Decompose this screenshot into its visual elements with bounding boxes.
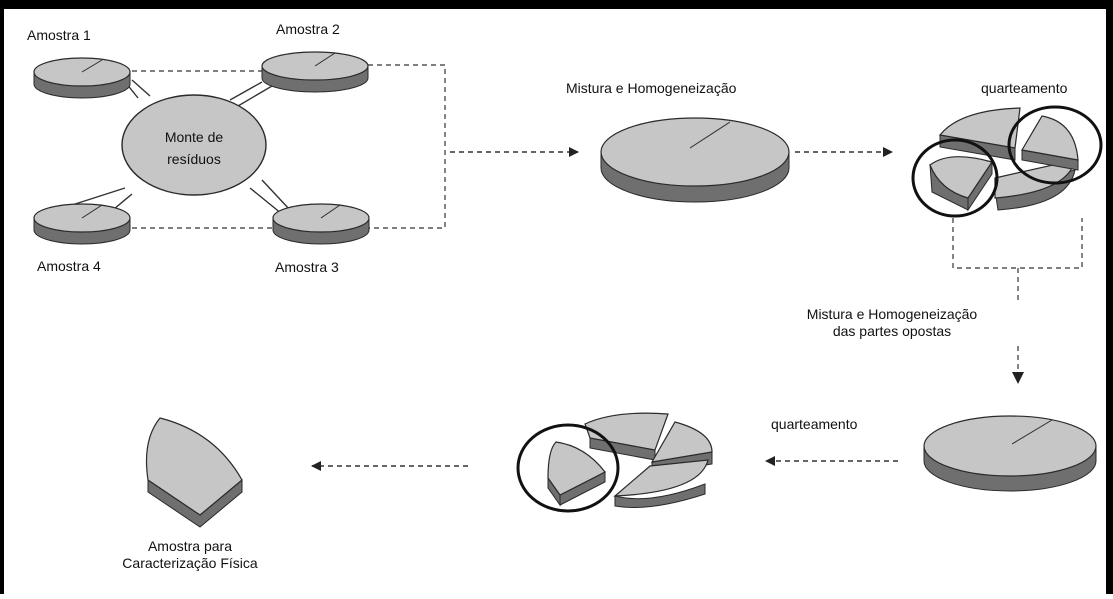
label-waste-pile: Monte de resíduos bbox=[164, 129, 224, 167]
sample-disk-1 bbox=[33, 57, 131, 99]
sample-disk-3 bbox=[272, 203, 370, 245]
label-amostra-2: Amostra 2 bbox=[276, 21, 340, 37]
mixed-pile-2 bbox=[923, 415, 1097, 492]
label-mixing-1: Mistura e Homogeneização bbox=[566, 80, 737, 96]
frame-left-border bbox=[0, 0, 4, 594]
waste-pile bbox=[121, 94, 267, 196]
frame-right-border bbox=[1106, 0, 1113, 594]
sample-disk-4 bbox=[33, 203, 131, 245]
label-quartering-1: quarteamento bbox=[981, 80, 1068, 96]
frame-top-border bbox=[0, 0, 1113, 9]
label-amostra-4: Amostra 4 bbox=[37, 258, 101, 274]
final-sample-wedge bbox=[145, 417, 243, 528]
label-amostra-3: Amostra 3 bbox=[275, 259, 339, 275]
sample-disk-2 bbox=[261, 51, 369, 93]
pile-connectors bbox=[71, 77, 291, 215]
sample-dashed-links bbox=[132, 64, 446, 229]
opposite-parts-bracket bbox=[952, 218, 1083, 372]
arrow-down-head bbox=[1012, 372, 1024, 384]
label-final-sample: Amostra para Caracterização Física bbox=[122, 538, 258, 571]
label-mixing-opposite: Mistura e Homogeneização das partes opos… bbox=[806, 306, 978, 339]
quartered-pile-1 bbox=[911, 105, 1103, 218]
quartered-pile-2 bbox=[516, 412, 713, 513]
label-amostra-1: Amostra 1 bbox=[27, 27, 91, 43]
mixed-pile-1 bbox=[600, 117, 790, 203]
label-quartering-2: quarteamento bbox=[771, 416, 858, 432]
